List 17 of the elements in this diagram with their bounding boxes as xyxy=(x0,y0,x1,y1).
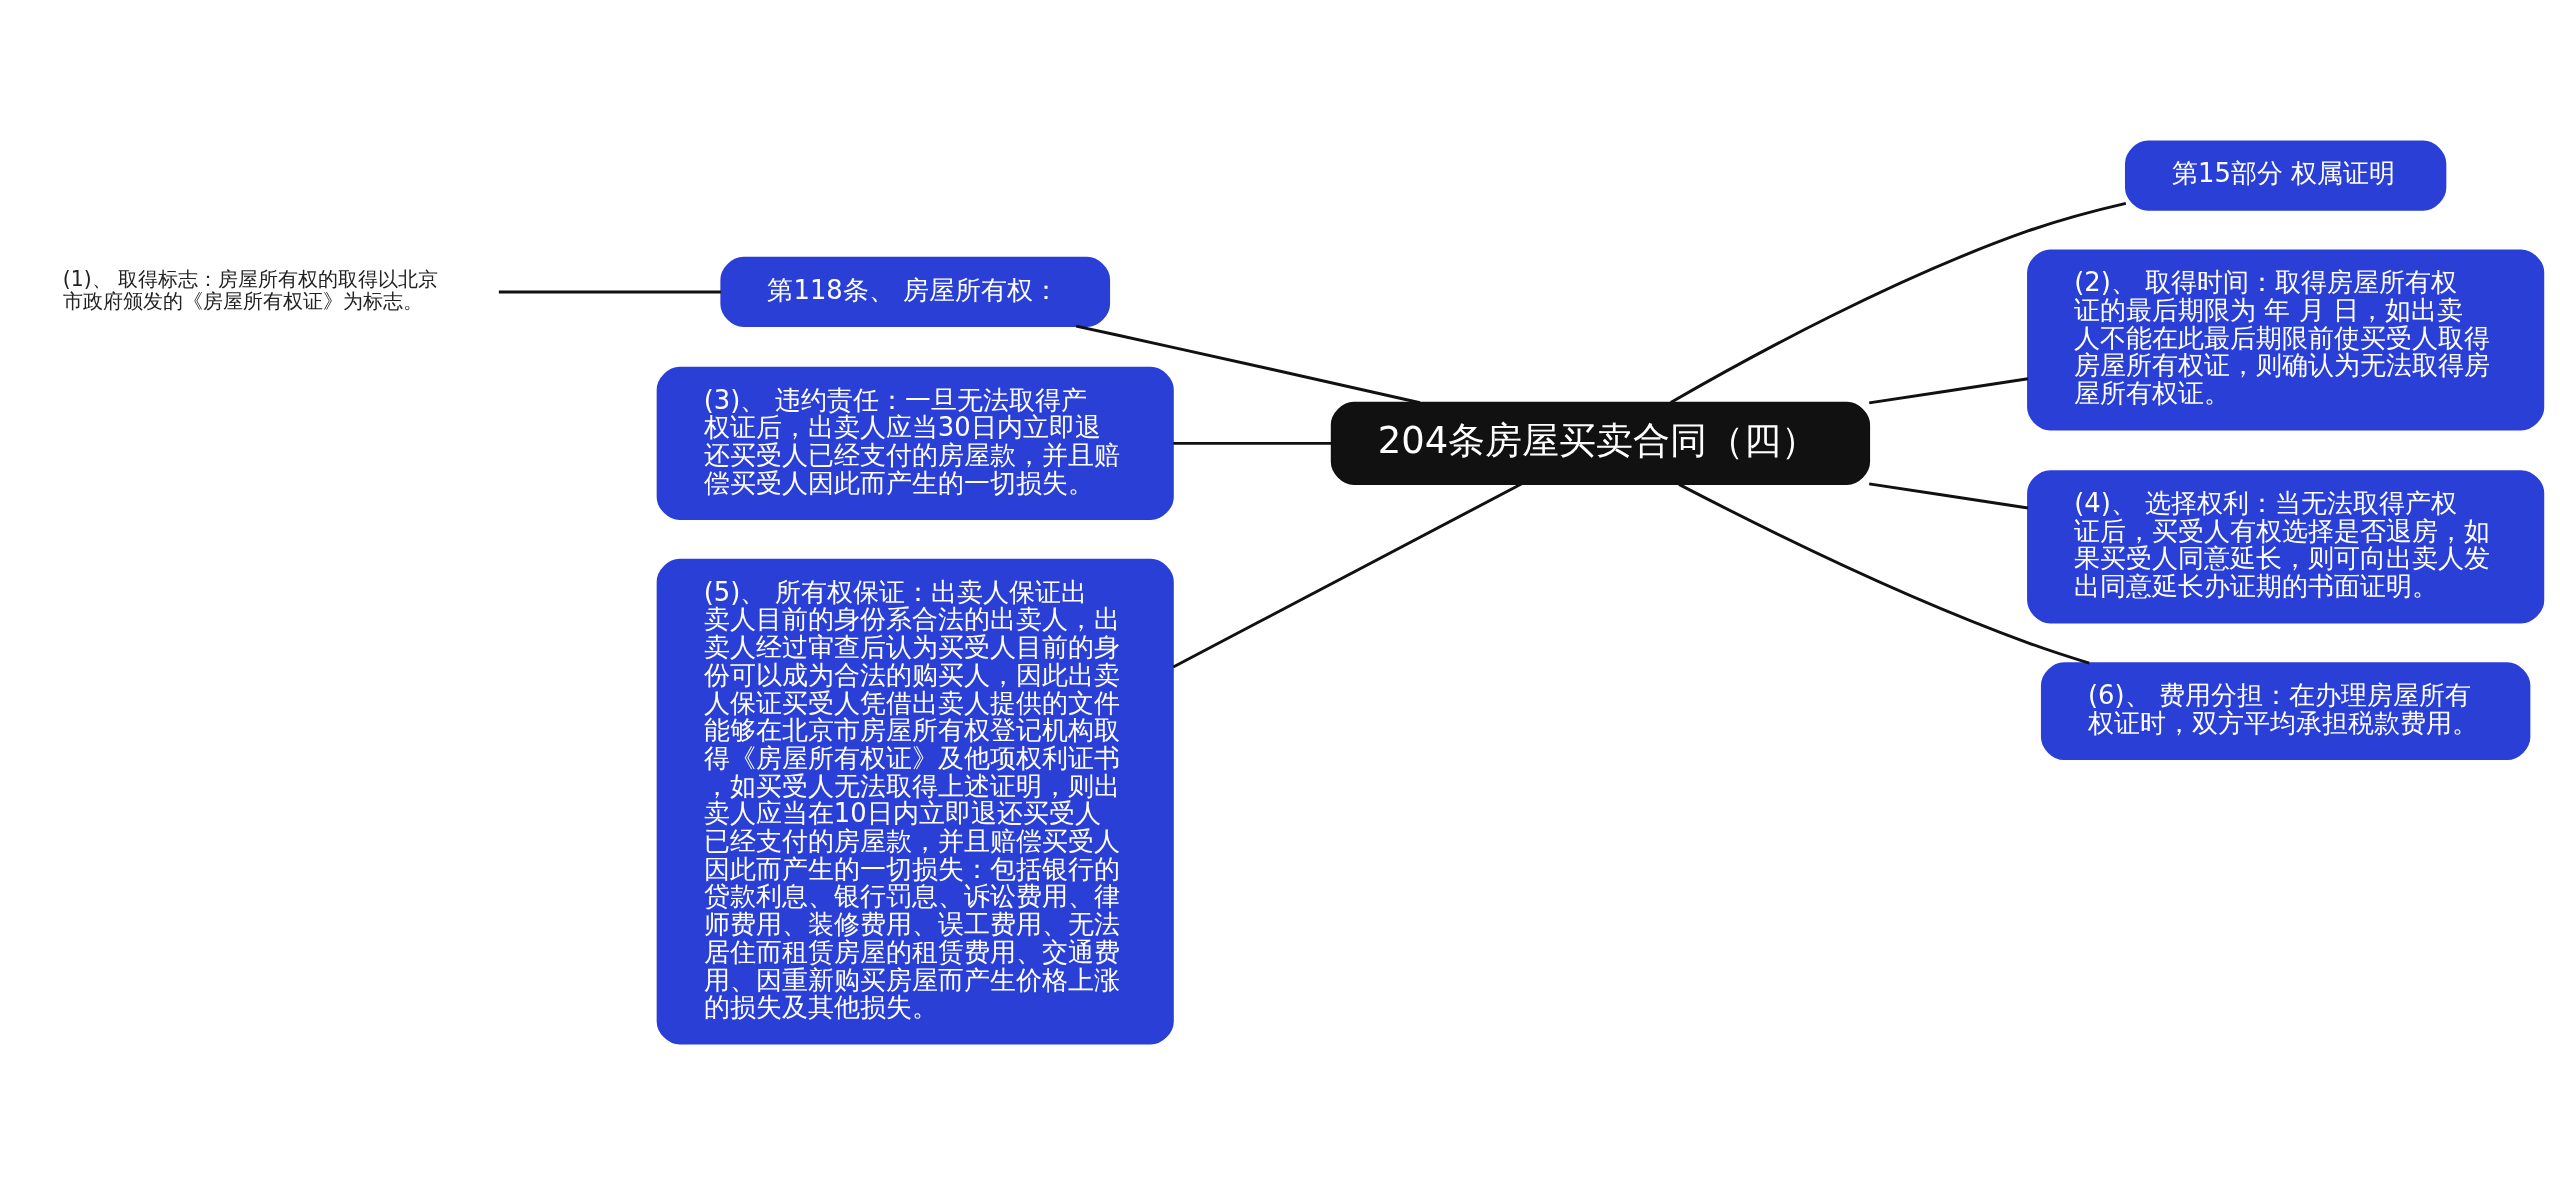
node-box: 第15部分 权属证明 xyxy=(2124,140,2447,211)
node-box: (3)、 违约责任：一旦无法取得产权证后，出卖人应当30日内立即退还买受人已经支付的房屋款，并且赔偿买受人因此而产生的一切损失。 xyxy=(656,366,1174,520)
connector xyxy=(1678,483,2090,665)
node-box: (2)、 取得时间：取得房屋所有权证的最后期限为 年 月 日，如出卖人不能在此最后期限前使买受人取得房屋所有权证，则确认为无法取得房屋所有权证。 xyxy=(2027,249,2545,431)
connector xyxy=(1172,482,1522,669)
connector xyxy=(1075,324,1421,405)
node-box: (5)、 所有权保证：出卖人保证出卖人目前的身份系合法的出卖人，出卖人经过审查后认为买受人目前的身份可以成为合法的购买人，因此出卖人保证买受人凭借出卖人提供的文件能够在北京市房屋所有权登记机构取得《房屋所有权证》及他项权利证书，如买受人无法取得上述证明，则出卖人应当在10日内立即退还买受人已经支付的房屋款，并且赔偿买受人因此而产生的一切损失：包括银行的贷款利息、银行罚息、诉讼费用、律师费用、装修费用、误工费用、无法居住而租赁房屋的租赁费用、交通费用、因重新购买房屋而产生价格上涨的损失及其他损失。 xyxy=(656,558,1174,1045)
node-box: 第118条、 房屋所有权： xyxy=(720,256,1111,327)
connector xyxy=(498,290,721,294)
connector xyxy=(1868,482,2029,510)
node-box: 204条房屋买卖合同（四） xyxy=(1330,401,1871,485)
connector xyxy=(1173,441,1332,445)
node-box: (6)、 费用分担：在办理房屋所有权证时，双方平均承担税款费用。 xyxy=(2040,662,2531,761)
node-box: (4)、 选择权利：当无法取得产权证后，买受人有权选择是否退房，如果买受人同意延长，则可向出卖人发出同意延长办证期的书面证明。 xyxy=(2027,470,2545,624)
connector xyxy=(1868,377,2029,405)
connector xyxy=(1670,201,2127,404)
node-text: (1)、 取得标志：房屋所有权的取得以北京市政府颁发的《房屋所有权证》为标志。 xyxy=(62,267,439,314)
